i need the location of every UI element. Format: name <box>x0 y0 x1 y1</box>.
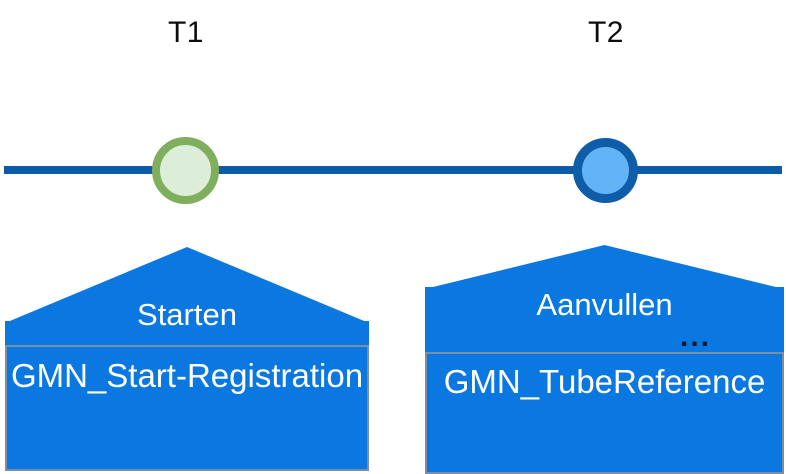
event-roof-base-aanvullen <box>425 287 784 353</box>
event-message-box-starten[interactable]: GMN_Start-Registration <box>5 345 369 471</box>
event-block-aanvullen[interactable]: Aanvullen ... GMN_TubeReference <box>425 245 784 474</box>
timeline-marker-t1[interactable] <box>152 137 219 204</box>
event-message-label-starten: GMN_Start-Registration <box>10 357 364 394</box>
event-block-starten[interactable]: Starten GMN_Start-Registration <box>5 247 369 474</box>
event-message-box-aanvullen[interactable]: GMN_TubeReference <box>425 352 784 474</box>
tick-label-t2: T2 <box>587 16 624 49</box>
timeline-axis-line <box>4 166 782 174</box>
event-message-label-aanvullen: GMN_TubeReference <box>443 363 766 400</box>
timeline-marker-t2[interactable] <box>573 138 638 203</box>
event-action-label-aanvullen: Aanvullen <box>536 287 673 322</box>
event-action-label-starten: Starten <box>137 297 237 332</box>
event-ellipsis-aanvullen: ... <box>680 320 712 353</box>
event-roof-base-starten <box>5 321 369 349</box>
tick-label-t1: T1 <box>167 16 204 49</box>
event-roof-aanvullen <box>425 245 784 289</box>
